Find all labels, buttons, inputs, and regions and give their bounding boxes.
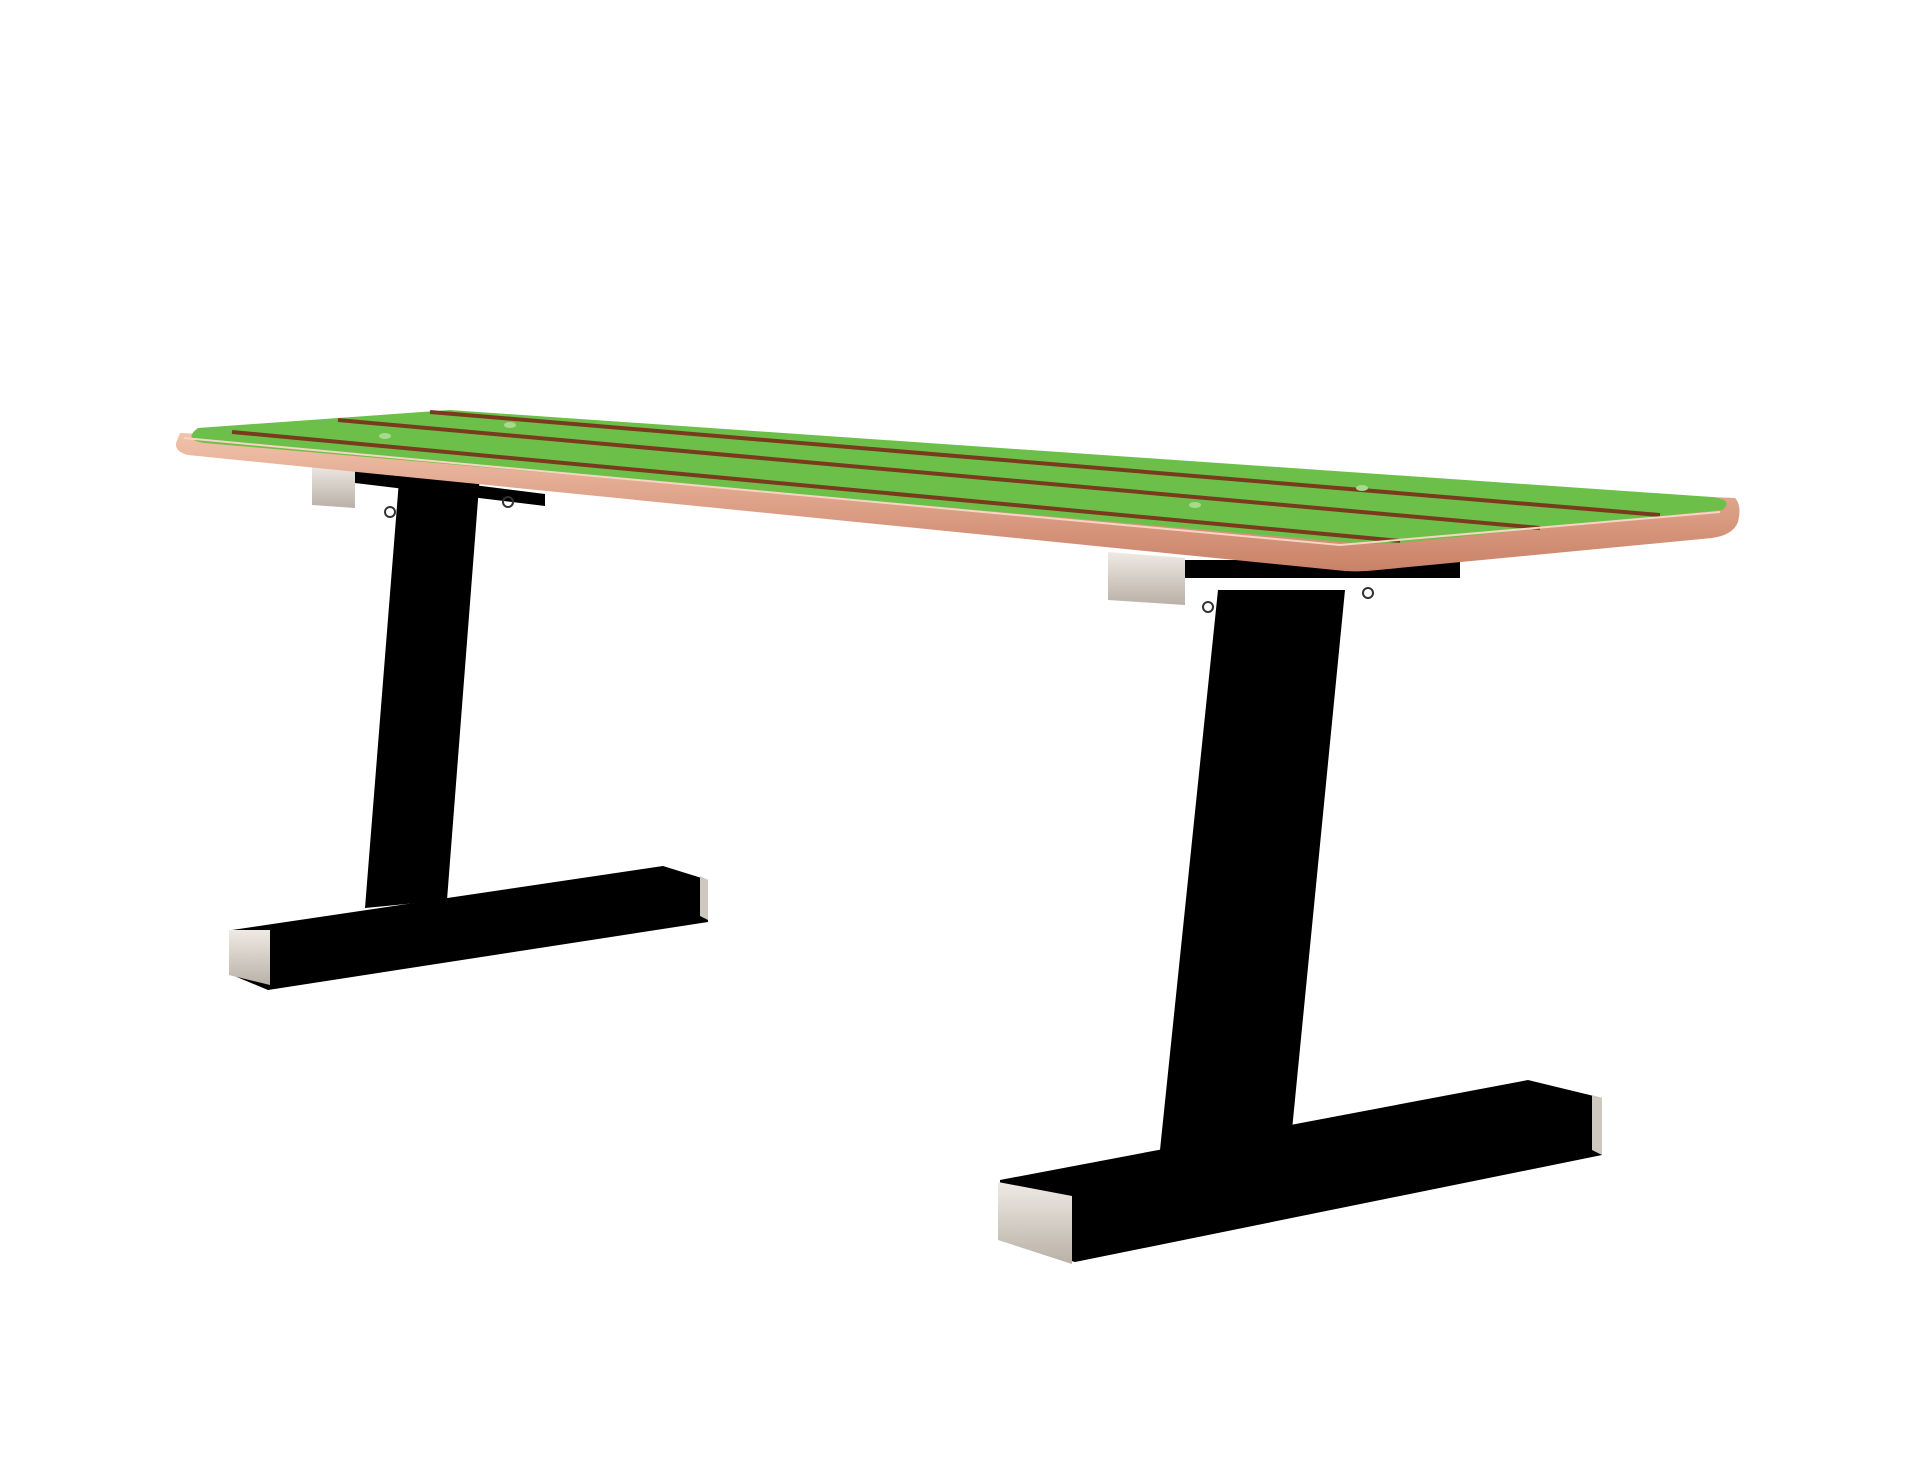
right-foot-cap-front	[998, 1182, 1072, 1264]
left-foot-cap-back	[700, 876, 708, 920]
bolt	[384, 506, 396, 518]
bolt	[502, 496, 514, 508]
bolt	[1202, 601, 1214, 613]
left-under-rail	[355, 470, 545, 506]
seat-groove-3	[429, 410, 1661, 517]
right-leg-upright	[1160, 590, 1345, 1150]
left-mount-cap	[312, 464, 355, 508]
left-foot-cap-front	[229, 930, 270, 985]
right-leg-foot	[1000, 1080, 1602, 1262]
right-foot-cap-back	[1592, 1095, 1602, 1155]
seat-edge-highlight	[183, 437, 1721, 547]
seat-bolt	[379, 433, 391, 439]
left-leg-foot	[232, 866, 708, 990]
seat-bolt	[1356, 485, 1368, 491]
bolt	[1362, 587, 1374, 599]
seat-groove-2	[337, 418, 1541, 530]
seat-bolt	[504, 422, 516, 428]
seat-bolt	[1189, 502, 1201, 508]
left-leg-upright	[365, 468, 480, 908]
seat-groove-1	[231, 430, 1401, 543]
right-mount-cap	[1108, 552, 1185, 605]
